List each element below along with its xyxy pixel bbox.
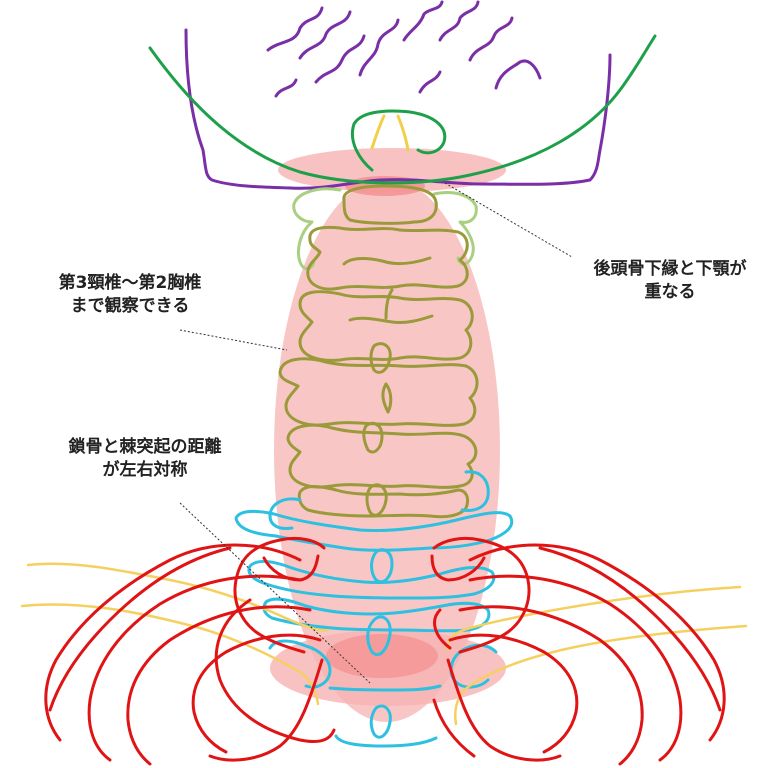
thoracic-overlap-strong bbox=[326, 634, 438, 678]
annotation-symmetry-line1: 鎖骨と棘突起の距離 bbox=[68, 437, 222, 457]
annotation-symmetry: 鎖骨と棘突起の距離 が左右対称 bbox=[30, 436, 260, 482]
annotation-occipital-mandible-line1: 後頭骨下縁と下顎が bbox=[593, 259, 747, 279]
cervical-vertebrae bbox=[278, 184, 479, 519]
c2-vertebra bbox=[292, 187, 478, 271]
annotation-visible-range-line2: まで観察できる bbox=[70, 296, 190, 316]
annotation-occipital-mandible-line2: 重なる bbox=[644, 282, 696, 302]
ribs bbox=[44, 536, 726, 766]
annotation-visible-range-line1: 第3頸椎〜第2胸椎 bbox=[58, 273, 202, 293]
annotation-symmetry-line2: が左右対称 bbox=[102, 460, 188, 480]
annotation-visible-range: 第3頸椎〜第2胸椎 まで観察できる bbox=[15, 272, 245, 318]
leader-occipital bbox=[444, 182, 573, 258]
leader-lines bbox=[179, 182, 573, 684]
occipital-line bbox=[148, 34, 657, 185]
dens-outline bbox=[370, 114, 410, 152]
skull-base-highlight bbox=[278, 148, 506, 192]
clavicles bbox=[20, 562, 748, 726]
leader-visible-range bbox=[179, 329, 288, 351]
annotation-occipital-mandible: 後頭骨下縁と下顎が 重なる bbox=[560, 258, 770, 304]
skull-outline bbox=[184, 0, 612, 190]
neck-highlight bbox=[274, 178, 500, 722]
